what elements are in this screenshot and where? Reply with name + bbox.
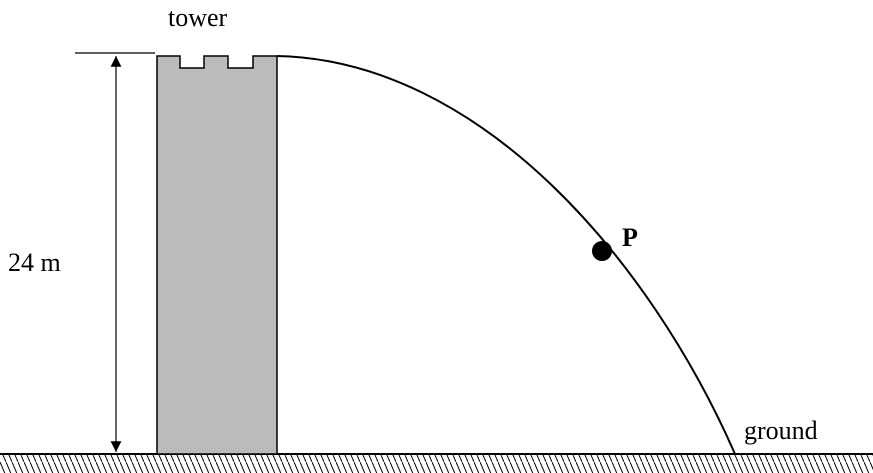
tower-label: tower: [168, 3, 228, 32]
point-p-label: P: [622, 223, 638, 252]
height-label: 24 m: [8, 248, 61, 277]
ground-hatching: [0, 454, 873, 473]
tower: [156, 55, 278, 455]
point-p-marker: [592, 241, 612, 261]
ground-label: ground: [744, 416, 818, 445]
trajectory-curve: [276, 55, 736, 455]
